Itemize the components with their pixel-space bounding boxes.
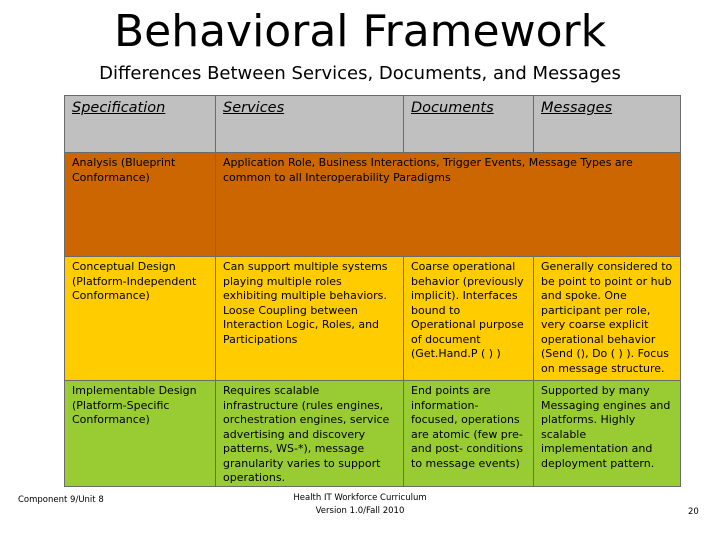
header-row: Specification Services Documents Message… (64, 95, 681, 153)
comparison-table: Specification Services Documents Message… (64, 95, 681, 487)
footer-curriculum-line1: Health IT Workforce Curriculum (293, 493, 427, 503)
table-row: Implementable Design (Platform-Specific … (64, 380, 681, 487)
header-services: Services (215, 95, 404, 153)
slide-title: Behavioral Framework (113, 6, 607, 57)
slide-subtitle: Differences Between Services, Documents,… (99, 63, 621, 84)
cell-implementable-spec: Implementable Design (Platform-Specific … (64, 380, 216, 487)
table-row: Conceptual Design (Platform-Independent … (64, 256, 681, 381)
cell-conceptual-services: Can support multiple systems playing mul… (215, 256, 404, 381)
cell-implementable-documents: End points are information- focused, ope… (403, 380, 534, 487)
cell-implementable-messages: Supported by many Messaging engines and … (533, 380, 681, 487)
cell-analysis-common: Application Role, Business Interactions,… (215, 152, 681, 257)
cell-conceptual-spec: Conceptual Design (Platform-Independent … (64, 256, 216, 381)
header-specification: Specification (64, 95, 216, 153)
table-row: Analysis (Blueprint Conformance) Applica… (64, 152, 681, 257)
cell-conceptual-messages: Generally considered to be point to poin… (533, 256, 681, 381)
footer-component: Component 9/Unit 8 (18, 495, 104, 505)
page-number: 20 (688, 507, 699, 517)
footer-curriculum: Health IT Workforce Curriculum Version 1… (260, 492, 460, 518)
cell-implementable-services: Requires scalable infrastructure (rules … (215, 380, 404, 487)
footer-curriculum-line2: Version 1.0/Fall 2010 (315, 506, 405, 516)
header-messages: Messages (533, 95, 681, 153)
cell-analysis-spec: Analysis (Blueprint Conformance) (64, 152, 216, 257)
cell-conceptual-documents: Coarse operational behavior (previously … (403, 256, 534, 381)
header-documents: Documents (403, 95, 534, 153)
